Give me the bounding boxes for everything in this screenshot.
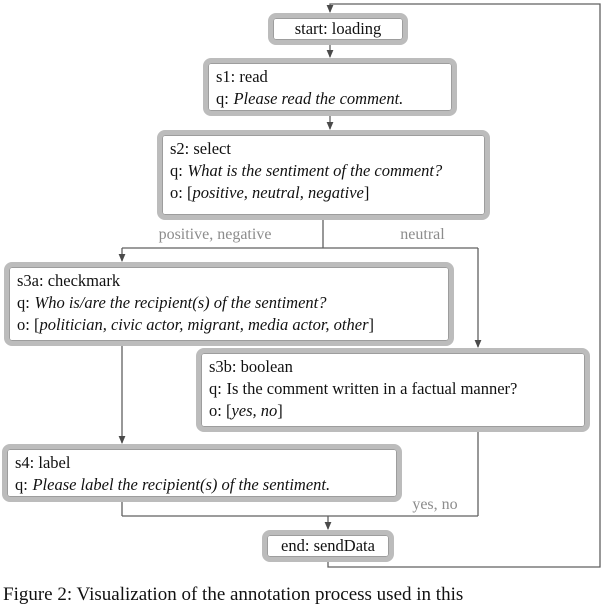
node-s1-title: s1: read bbox=[216, 67, 268, 86]
node-end-title: end: sendData bbox=[281, 536, 375, 555]
arrow-into-s3a bbox=[118, 254, 126, 262]
q-text: Who is/are the recipient(s) of the senti… bbox=[34, 293, 327, 312]
figure-caption: Figure 2: Visualization of the annotatio… bbox=[3, 584, 464, 605]
node-s4-title: s4: label bbox=[15, 453, 71, 472]
node-s3a-title: s3a: checkmark bbox=[17, 271, 121, 290]
q-prefix: q: bbox=[17, 293, 30, 312]
node-s1: s1: read q:Please read the comment. bbox=[203, 58, 457, 116]
o-bracket-close: ] bbox=[277, 401, 283, 420]
o-items: positive, neutral, negative bbox=[192, 183, 364, 202]
node-s2-question: q:What is the sentiment of the comment? bbox=[170, 160, 477, 182]
arrow-into-s4 bbox=[118, 436, 126, 444]
q-text: Please read the comment. bbox=[233, 89, 404, 108]
node-s3b-options: o: [yes, no] bbox=[209, 400, 577, 422]
node-s3b-question: q:Is the comment written in a factual ma… bbox=[209, 378, 577, 400]
edge-label-yes-no: yes, no bbox=[412, 496, 458, 513]
edge-label-positive-negative: positive, negative bbox=[158, 226, 272, 243]
arrow-into-s1 bbox=[326, 50, 334, 58]
node-s2-options: o: [positive, neutral, negative] bbox=[170, 182, 477, 204]
node-start-title: start: loading bbox=[294, 19, 382, 38]
node-start: start: loading bbox=[268, 13, 408, 45]
edge-label-neutral: neutral bbox=[400, 226, 445, 243]
o-prefix: o: [ bbox=[170, 183, 193, 202]
node-s3a-options: o: [politician, civic actor, migrant, me… bbox=[17, 314, 441, 336]
q-text: What is the sentiment of the comment? bbox=[187, 161, 443, 180]
node-s2: s2: select q:What is the sentiment of th… bbox=[157, 130, 490, 220]
arrow-into-start bbox=[326, 5, 334, 13]
node-s2-title: s2: select bbox=[170, 139, 231, 158]
node-end: end: sendData bbox=[262, 530, 394, 562]
arrowheads bbox=[118, 5, 482, 530]
node-s1-question: q:Please read the comment. bbox=[216, 88, 444, 110]
q-prefix: q: bbox=[216, 89, 229, 108]
o-items: politician, civic actor, migrant, media … bbox=[39, 315, 369, 334]
o-prefix: o: [ bbox=[209, 401, 232, 420]
arrow-into-end bbox=[324, 522, 332, 530]
node-s3a: s3a: checkmark q:Who is/are the recipien… bbox=[4, 262, 454, 346]
q-prefix: q: bbox=[209, 379, 222, 398]
q-text: Please label the recipient(s) of the sen… bbox=[32, 475, 331, 494]
o-bracket-close: ] bbox=[368, 315, 375, 334]
o-items: yes, no bbox=[231, 401, 278, 420]
arrow-into-s2 bbox=[326, 122, 334, 130]
q-text: Is the comment written in a factual mann… bbox=[226, 379, 518, 398]
node-s3b-title: s3b: boolean bbox=[209, 357, 293, 376]
o-prefix: o: [ bbox=[17, 315, 40, 334]
node-s4-question: q:Please label the recipient(s) of the s… bbox=[15, 474, 389, 496]
node-s4: s4: label q:Please label the recipient(s… bbox=[2, 444, 402, 502]
q-prefix: q: bbox=[170, 161, 183, 180]
q-prefix: q: bbox=[15, 475, 28, 494]
node-s3b: s3b: boolean q:Is the comment written in… bbox=[196, 348, 590, 432]
o-bracket-close: ] bbox=[363, 183, 370, 202]
node-s3a-question: q:Who is/are the recipient(s) of the sen… bbox=[17, 292, 441, 314]
arrow-into-s3b bbox=[474, 340, 482, 348]
